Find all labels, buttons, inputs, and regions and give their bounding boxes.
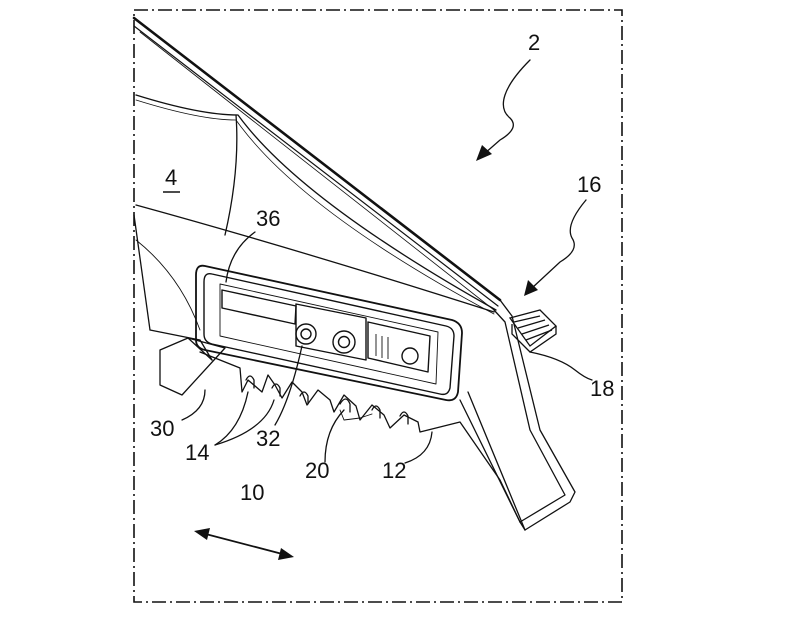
- arrow-head-2: [476, 145, 492, 161]
- clip-element: [508, 309, 557, 353]
- label-18: 18: [590, 376, 614, 401]
- label-14: 14: [185, 440, 209, 465]
- label-36: 36: [256, 206, 280, 231]
- arrowheads: [194, 145, 538, 560]
- arrow-head-10-left: [194, 528, 210, 540]
- reference-numerals: 2 4 16 36 18 30 32 14 20 12 10: [150, 30, 614, 505]
- label-16: 16: [577, 172, 601, 197]
- sensor-module: [195, 264, 463, 402]
- dash-dot-frame: [133, 9, 623, 603]
- label-12: 12: [382, 458, 406, 483]
- label-2: 2: [528, 30, 540, 55]
- label-20: 20: [305, 458, 329, 483]
- label-30: 30: [150, 416, 174, 441]
- arrow-head-16: [524, 280, 538, 296]
- label-10: 10: [240, 480, 264, 505]
- vehicle-outline: [132, 16, 576, 531]
- label-4: 4: [165, 165, 177, 190]
- label-32: 32: [256, 426, 280, 451]
- arrow-head-10-right: [278, 548, 294, 560]
- leader-lines: [181, 59, 593, 557]
